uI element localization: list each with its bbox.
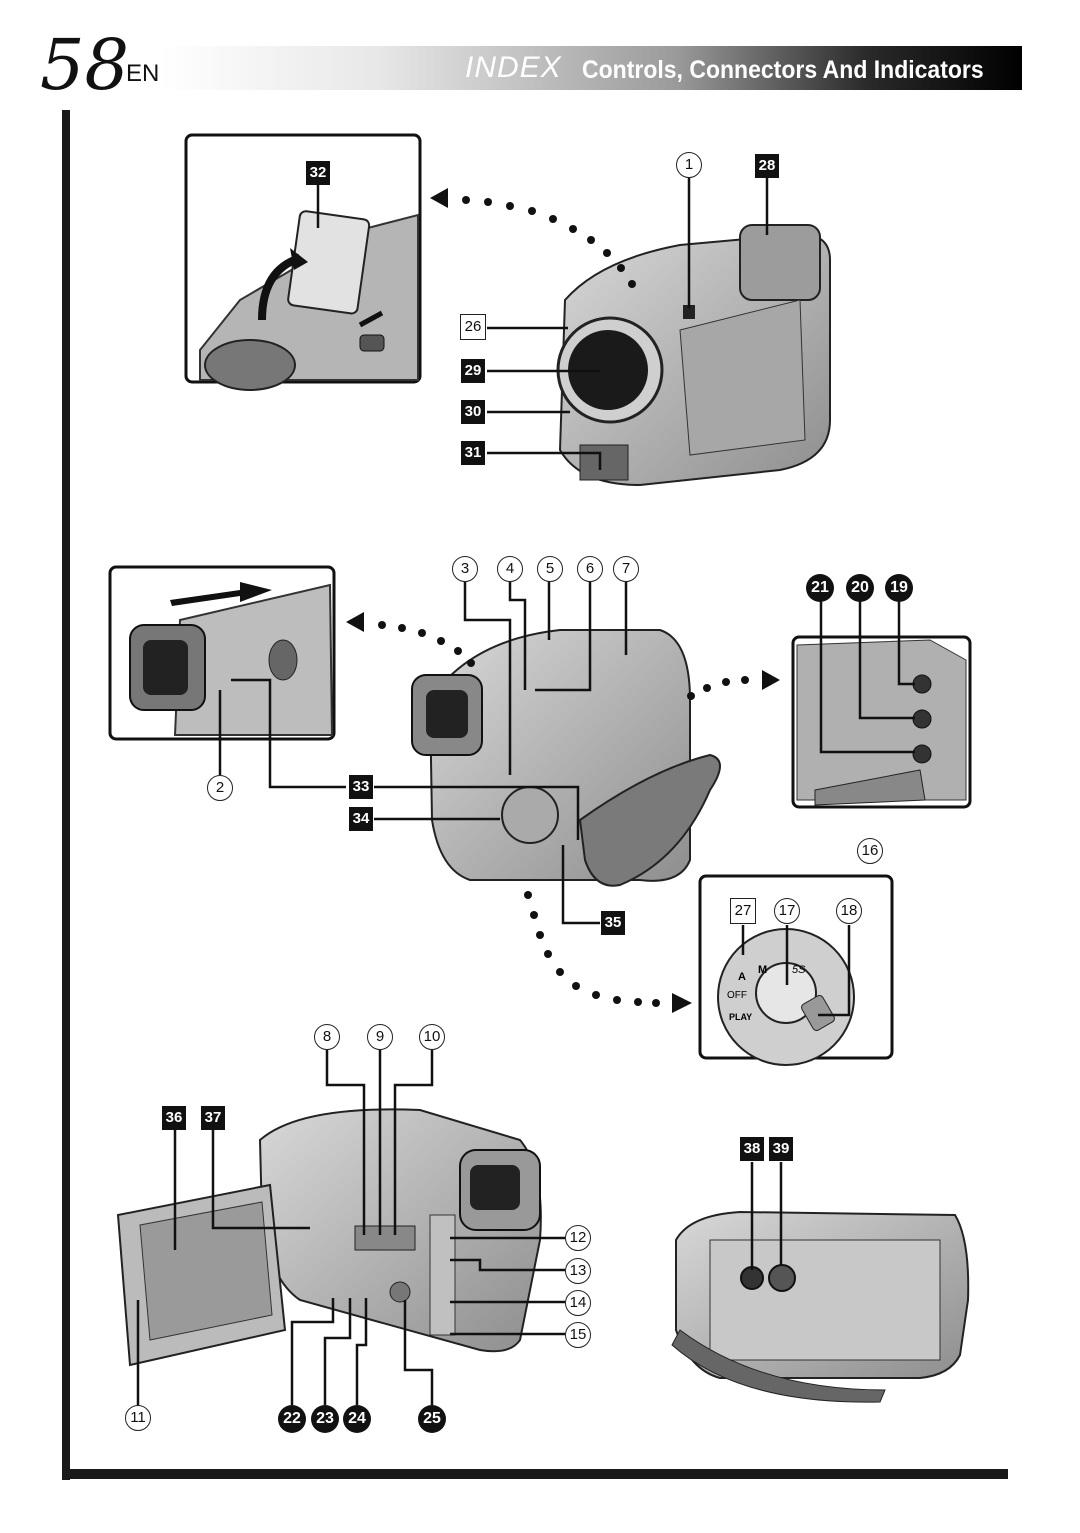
callout-13: 13 [565,1258,591,1284]
callout-4: 4 [497,556,523,582]
dial-off-label: OFF [727,990,747,1001]
callout-17: 17 [774,898,800,924]
header-gradient-bar [160,46,1022,90]
callout-28: 28 [755,154,779,178]
callout-27: 27 [730,898,756,924]
callout-15: 15 [565,1322,591,1348]
bottom-frame-rule [62,1469,1008,1479]
callout-32: 32 [306,161,330,185]
callout-10: 10 [419,1024,445,1050]
dial-manual-label: M [758,964,767,976]
camcorder-lcd-open-view [116,1108,542,1367]
leader-lines [136,176,915,1408]
callout-16: 16 [857,838,883,864]
inset-viewfinder [108,565,336,741]
page-title: Controls, Connectors And Indicators [582,56,984,84]
callout-33: 33 [349,775,373,799]
index-label: INDEX [465,51,562,84]
callout-30: 30 [461,400,485,424]
callout-25: 25 [418,1405,446,1433]
callout-29: 29 [461,359,485,383]
callout-23: 23 [311,1405,339,1433]
callout-3: 3 [452,556,478,582]
left-frame-rule [62,110,70,1480]
callout-12: 12 [565,1225,591,1251]
dial-5s-label: 5S [792,964,806,976]
camcorder-front-view [556,224,831,487]
callout-34: 34 [349,807,373,831]
callout-22: 22 [278,1405,306,1433]
callout-2: 2 [207,775,233,801]
dotted-arrows [346,188,780,1013]
callout-1: 1 [676,152,702,178]
camcorder-side-view [411,629,721,887]
language-code: EN [126,60,160,87]
callout-9: 9 [367,1024,393,1050]
callout-38: 38 [740,1137,764,1161]
callout-36: 36 [162,1106,186,1130]
callout-19: 19 [885,574,913,602]
inset-popup-light [184,133,422,391]
dial-auto-label: A [738,971,746,983]
callout-14: 14 [565,1290,591,1316]
camcorder-bottom-view [671,1210,970,1403]
inset-jacks [791,635,972,809]
callout-37: 37 [201,1106,225,1130]
callout-18: 18 [836,898,862,924]
callout-39: 39 [769,1137,793,1161]
callout-20: 20 [846,574,874,602]
dial-play-label: PLAY [729,1012,752,1022]
callout-26: 26 [460,314,486,340]
callout-5: 5 [537,556,563,582]
callout-31: 31 [461,441,485,465]
page-number: 58 [40,24,130,106]
callout-24: 24 [343,1405,371,1433]
callout-35: 35 [601,911,625,935]
callout-11: 11 [125,1405,151,1431]
callout-21: 21 [806,574,834,602]
callout-7: 7 [613,556,639,582]
callout-6: 6 [577,556,603,582]
callout-8: 8 [314,1024,340,1050]
